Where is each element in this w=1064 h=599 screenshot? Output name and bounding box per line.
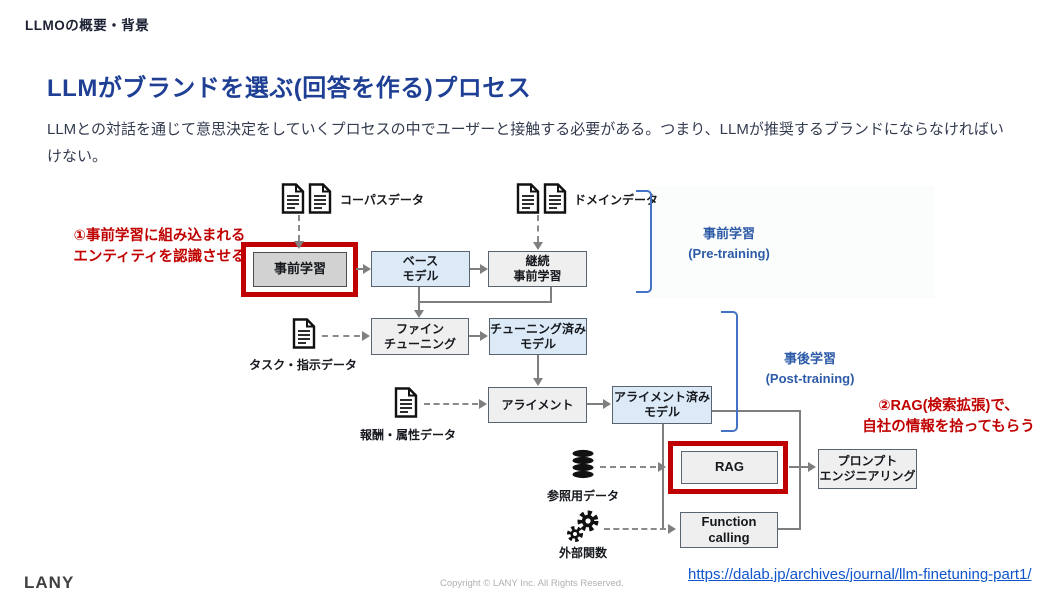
connector-rag-to-prompt: [789, 466, 809, 468]
document-icon: [394, 387, 418, 418]
reference-data-label: 参照用データ: [546, 489, 619, 503]
arrowhead-right: [363, 264, 371, 274]
arrowhead-right: [479, 399, 487, 409]
connector-corpus-to-pretrain: [298, 215, 300, 241]
box-alignment: アライメント: [488, 387, 587, 423]
box-tuned-model: チューニング済み モデル: [489, 318, 587, 355]
document-icon: [308, 183, 332, 214]
connector-left-vertical: [662, 424, 664, 530]
background-panel: [648, 186, 934, 298]
page-title: LLMがブランドを選ぶ(回答を作る)プロセス: [47, 75, 532, 102]
connector-reward-to-alignment: [424, 403, 478, 405]
arrowhead-down: [414, 310, 424, 318]
arrowhead-down: [294, 241, 304, 249]
stage-label-pre-training: 事前学習 (Pre-training): [688, 226, 770, 261]
stage-label-post-training: 事後学習 (Post-training): [765, 351, 855, 386]
arrowhead-right: [808, 462, 816, 472]
slide-eyebrow: LLMOの概要・背景: [25, 18, 150, 33]
annotation-rag-own-info: ②RAG(検索拡張)で、 自社の情報を拾ってもらう: [862, 398, 1035, 436]
box-prompt-engineering: プロンプト エンジニアリング: [818, 449, 917, 489]
connector-finetune-to-tuned: [469, 335, 481, 337]
document-icon: [292, 318, 316, 349]
arrowhead-right: [362, 331, 370, 341]
connector-elbow: [418, 287, 420, 303]
arrowhead-right: [668, 524, 676, 534]
database-icon: [571, 449, 595, 483]
box-fine-tuning: ファイン チューニング: [371, 318, 469, 355]
reward-data-label: 報酬・属性データ: [359, 428, 456, 442]
arrowhead-right: [658, 462, 666, 472]
annotation-pretrain-entity: ①事前学習に組み込まれる エンティティを認識させる: [73, 228, 246, 266]
connector-elbow: [550, 287, 552, 303]
arrowhead-down: [533, 242, 543, 250]
document-icon: [281, 183, 305, 214]
connector-right-vertical: [799, 410, 801, 530]
box-continual-pretrain: 継続 事前学習: [488, 251, 587, 287]
document-icon: [543, 183, 567, 214]
connector-db-to-rag: [600, 466, 656, 468]
connector-elbow: [418, 303, 420, 311]
connector-pretrain-to-base: [356, 268, 365, 270]
box-pretrain: 事前学習: [253, 252, 347, 287]
lany-logo: LANY: [24, 573, 75, 592]
arrowhead-right: [480, 331, 488, 341]
box-aligned-model: アライメント済み モデル: [612, 386, 712, 424]
connector-fc-to-right: [778, 528, 801, 530]
corpus-data-label: コーパスデータ: [340, 193, 424, 207]
connector-alignment-to-aligned: [587, 403, 604, 405]
source-link[interactable]: https://dalab.jp/archives/journal/llm-fi…: [688, 566, 1032, 583]
arrowhead-down: [533, 378, 543, 386]
connector-task-to-finetune: [322, 335, 360, 337]
task-data-label: タスク・指示データ: [249, 358, 357, 372]
box-base-model: ベース モデル: [371, 251, 470, 287]
bracket-pre-training: [636, 190, 652, 293]
arrowhead-right: [480, 264, 488, 274]
connector-gears-to-fc: [604, 528, 666, 530]
connector-aligned-to-right: [712, 410, 801, 412]
slide-body-text: LLMとの対話を通じて意思決定をしていくプロセスの中でユーザーと接触する必要があ…: [47, 121, 1004, 165]
connector-elbow: [418, 301, 552, 303]
connector-domain-to-continual: [537, 215, 539, 242]
highlight-rag: [668, 441, 788, 494]
arrowhead-right: [603, 399, 611, 409]
gear-icon: [565, 510, 601, 544]
connector-tuned-to-alignment: [537, 355, 539, 379]
copyright-text: Copyright © LANY Inc. All Rights Reserve…: [440, 578, 624, 589]
box-function-calling: Function calling: [680, 512, 778, 548]
bracket-post-training: [721, 311, 738, 432]
domain-data-label: ドメインデータ: [574, 193, 659, 207]
document-icon: [516, 183, 540, 214]
external-functions-label: 外部関数: [558, 546, 607, 560]
box-rag: RAG: [681, 451, 778, 484]
connector-base-to-continual: [470, 268, 482, 270]
